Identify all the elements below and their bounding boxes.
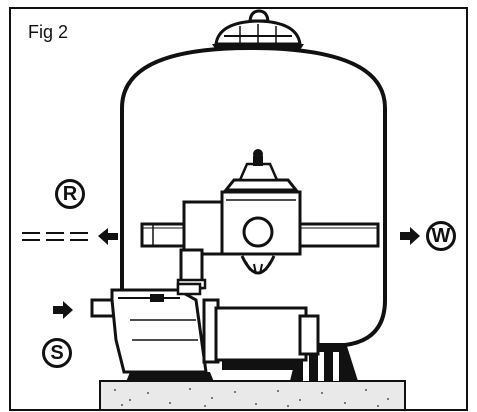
return-water-lines — [22, 232, 88, 241]
connecting-pipe — [176, 248, 207, 290]
pump-unit — [90, 282, 320, 382]
multiport-valve — [182, 149, 302, 275]
suction-arrow-icon — [53, 301, 73, 319]
return-label: R — [55, 179, 85, 209]
tank-lid — [212, 9, 304, 50]
waste-arrow-icon — [400, 227, 420, 245]
waste-label: W — [426, 221, 456, 251]
return-arrow-icon — [98, 228, 118, 245]
concrete-base — [99, 380, 406, 411]
figure-label: Fig 2 — [28, 22, 69, 42]
suction-label: S — [42, 338, 72, 368]
